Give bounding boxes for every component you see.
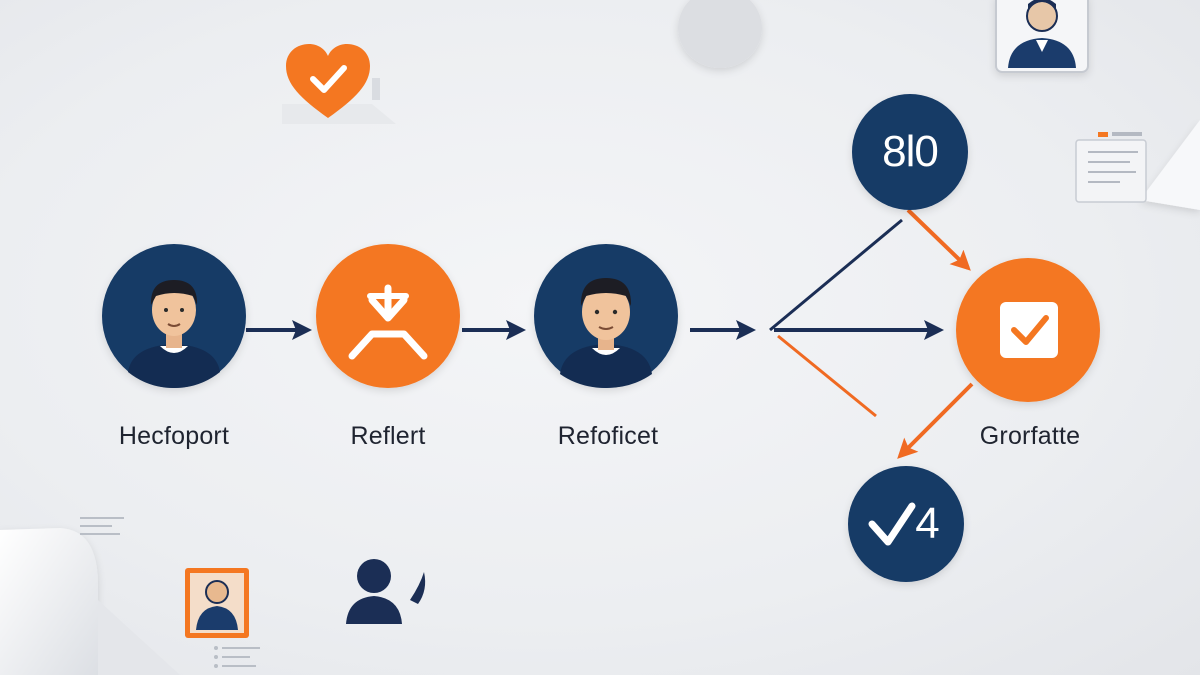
node-label-4: Grorfatte [979, 422, 1081, 450]
checkbox-check-icon [1000, 302, 1058, 358]
node-person-1 [102, 244, 246, 388]
node-merge-2 [316, 244, 460, 388]
node-checkbox-4 [956, 258, 1100, 402]
node-person-3 [534, 244, 678, 388]
heart-check-icon [282, 44, 396, 124]
merge-arrow-icon [348, 284, 428, 360]
person-icon [560, 278, 652, 388]
node-label-2: Reflert [350, 422, 426, 450]
checkmark-icon [868, 502, 916, 546]
node-label-1: Hecfoport [118, 422, 230, 450]
id-card-icon [995, 0, 1089, 73]
badge-bottom-text: 4 [915, 499, 940, 548]
lines-icon [80, 517, 124, 535]
connectors [246, 208, 974, 459]
person-icon [346, 559, 426, 624]
person-icon [128, 280, 220, 388]
badge-top-text: 8l0 [882, 127, 939, 176]
document-icon [1075, 132, 1147, 203]
badge-top [852, 94, 968, 210]
node-label-3: Refoficet [557, 422, 659, 450]
avatar-card-icon [185, 568, 249, 638]
badge-bottom [848, 466, 964, 582]
dotted-lines-icon [214, 646, 260, 668]
